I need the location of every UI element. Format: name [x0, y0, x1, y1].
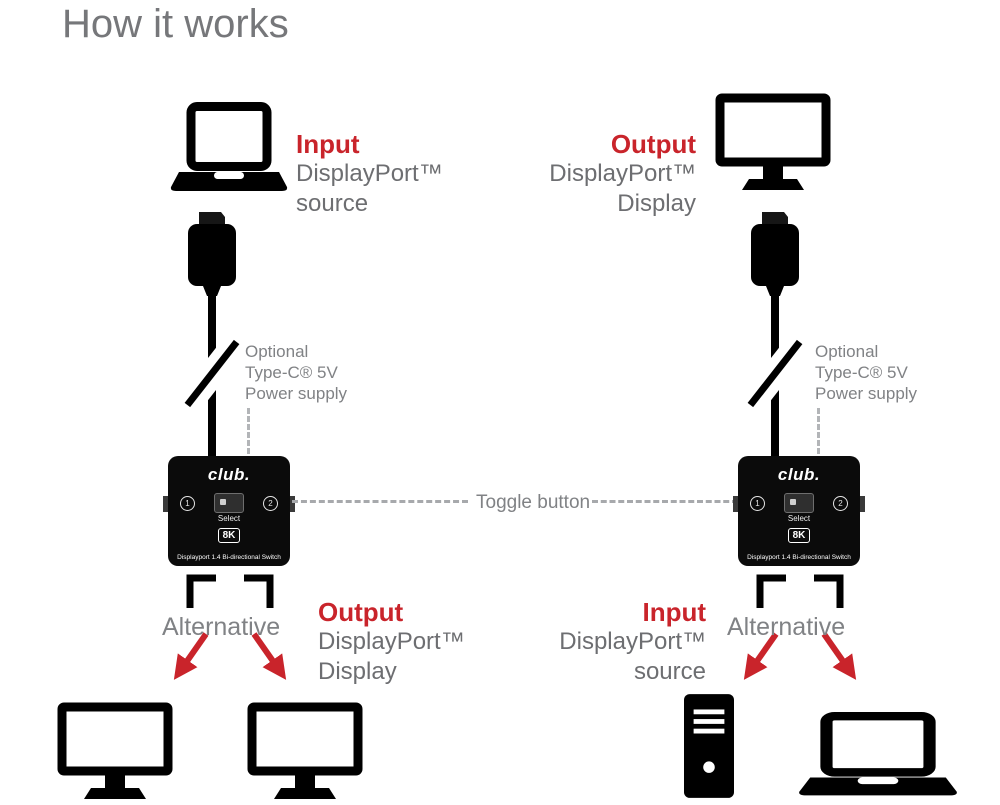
cable-break-slash: [747, 339, 803, 408]
toggle-dashed-line-left: [292, 500, 468, 503]
port-2-label: 2: [263, 496, 278, 511]
displayport-label: DisplayPort™: [559, 628, 706, 655]
select-label: Select: [217, 514, 241, 523]
port-1-label: 1: [750, 496, 765, 511]
right-output-label: Output DisplayPort™ Display: [549, 129, 696, 219]
alternative-label: Alternative: [727, 613, 846, 641]
toggle-button-label: Toggle button: [476, 492, 591, 513]
right-input-label: Input DisplayPort™ source: [559, 597, 706, 687]
switch-brand-logo: club.: [777, 465, 821, 484]
select-button-dot: [790, 499, 796, 505]
optional-line3: Power supply: [245, 384, 348, 403]
8k-badge: 8K: [787, 528, 811, 543]
switch-device: club. 1 2 Select 8K Displayport 1.4 Bi-d…: [733, 456, 865, 566]
power-dashed-line: [817, 408, 820, 454]
left-output-label: Output DisplayPort™ Display: [318, 597, 465, 687]
displayport-connector-icon: [188, 212, 236, 296]
displayport-label: DisplayPort™: [318, 628, 465, 655]
switch-product-name: Displayport 1.4 Bi-directional Switch: [177, 554, 281, 561]
switch-right-port: [860, 496, 865, 512]
split-arrows: [140, 566, 320, 691]
toggle-dashed-line-right: [592, 500, 738, 503]
switch-left-port: [163, 496, 168, 512]
select-button-dot: [220, 499, 226, 505]
power-dashed-line: [247, 408, 250, 454]
source-label: source: [296, 190, 369, 217]
port-1-label: 1: [180, 496, 195, 511]
split-arrows: [710, 566, 890, 691]
monitor-icon: [247, 702, 363, 800]
switch-select-button: [784, 493, 814, 513]
monitor-icon: [715, 93, 831, 191]
displayport-connector-icon: [751, 212, 799, 296]
switch-brand-logo: club.: [207, 465, 251, 484]
output-emphasis: Output: [610, 129, 696, 159]
select-label: Select: [787, 514, 811, 523]
port-2-label: 2: [833, 496, 848, 511]
output-emphasis: Output: [318, 597, 404, 627]
input-emphasis: Input: [642, 597, 706, 627]
cable-break-slash: [184, 339, 240, 408]
optional-line1: Optional: [815, 342, 879, 361]
laptop-icon: [798, 712, 958, 800]
switch-product-name: Displayport 1.4 Bi-directional Switch: [747, 554, 851, 561]
optional-line1: Optional: [245, 342, 309, 361]
optional-power-label: Optional Type-C® 5V Power supply: [815, 341, 917, 404]
cable-break-icon: [177, 334, 247, 414]
display-label: Display: [617, 190, 696, 217]
input-emphasis: Input: [296, 129, 360, 159]
display-label: Display: [318, 658, 397, 685]
8k-badge: 8K: [217, 528, 241, 543]
displayport-label: DisplayPort™: [296, 160, 443, 187]
optional-line2: Type-C® 5V: [245, 363, 338, 382]
cable-break-icon: [740, 334, 810, 414]
alternative-label: Alternative: [162, 613, 281, 641]
desktop-tower-icon: [684, 692, 734, 800]
source-label: source: [633, 658, 706, 685]
switch-right-port: [290, 496, 295, 512]
switch-select-button: [214, 493, 244, 513]
optional-line3: Power supply: [815, 384, 918, 403]
monitor-icon: [57, 702, 173, 800]
displayport-label: DisplayPort™: [549, 160, 696, 187]
switch-device: club. 1 2 Select 8K Displayport 1.4 Bi-d…: [163, 456, 295, 566]
switch-left-port: [733, 496, 738, 512]
optional-line2: Type-C® 5V: [815, 363, 908, 382]
left-input-label: Input DisplayPort™ source: [296, 129, 443, 219]
optional-power-label: Optional Type-C® 5V Power supply: [245, 341, 347, 404]
page-title: How it works: [62, 2, 289, 46]
laptop-icon: [170, 102, 288, 196]
